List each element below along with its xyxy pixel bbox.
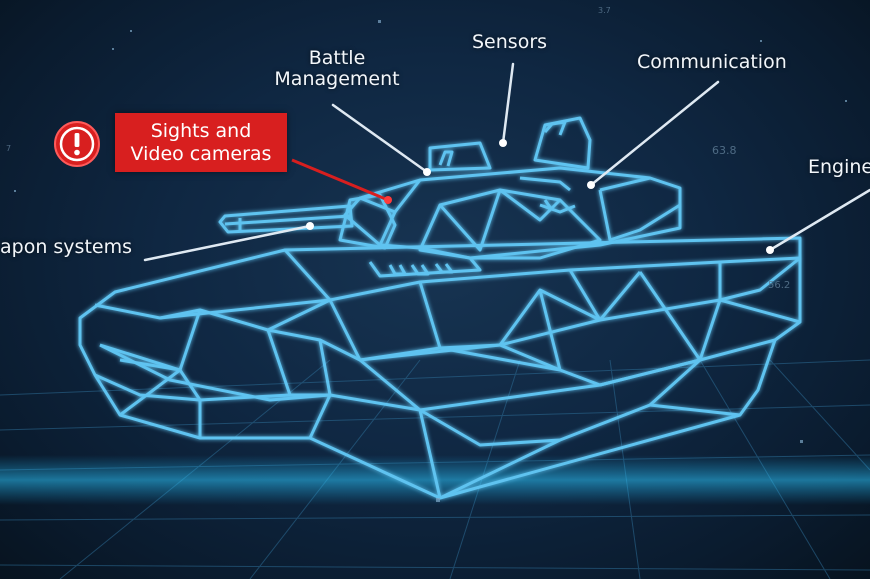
engine-line	[768, 188, 870, 252]
particles	[14, 20, 847, 502]
readout-value: 7	[6, 144, 12, 153]
battle-management-line-2: Management	[274, 68, 400, 90]
weapon-systems-label: apon systems	[0, 236, 132, 258]
weapon-systems-line	[143, 224, 312, 262]
callout-dots	[306, 139, 774, 254]
callout-lines	[143, 62, 870, 262]
communication-line	[589, 80, 720, 187]
readout-value: 3.7	[598, 6, 611, 15]
engine-label: Engine	[808, 156, 870, 178]
battle-management-line	[331, 103, 429, 174]
battle-management-label: Battle Management	[262, 48, 412, 90]
sensors-label: Sensors	[472, 31, 548, 53]
communication-label: Communication	[637, 51, 787, 73]
sensors-line	[501, 62, 515, 145]
sights-line-1: Sights and	[150, 120, 252, 142]
tank-wireframe	[78, 116, 802, 500]
alert-icon	[54, 121, 100, 167]
readout-value: 63.8	[712, 144, 737, 157]
sights-line	[291, 158, 389, 202]
readout-value: 56.2	[768, 280, 791, 291]
battle-management-line-1: Battle	[308, 47, 366, 69]
sights-line-2: Video cameras	[130, 143, 272, 165]
sights-callout-box: Sights and Video cameras	[115, 113, 287, 172]
